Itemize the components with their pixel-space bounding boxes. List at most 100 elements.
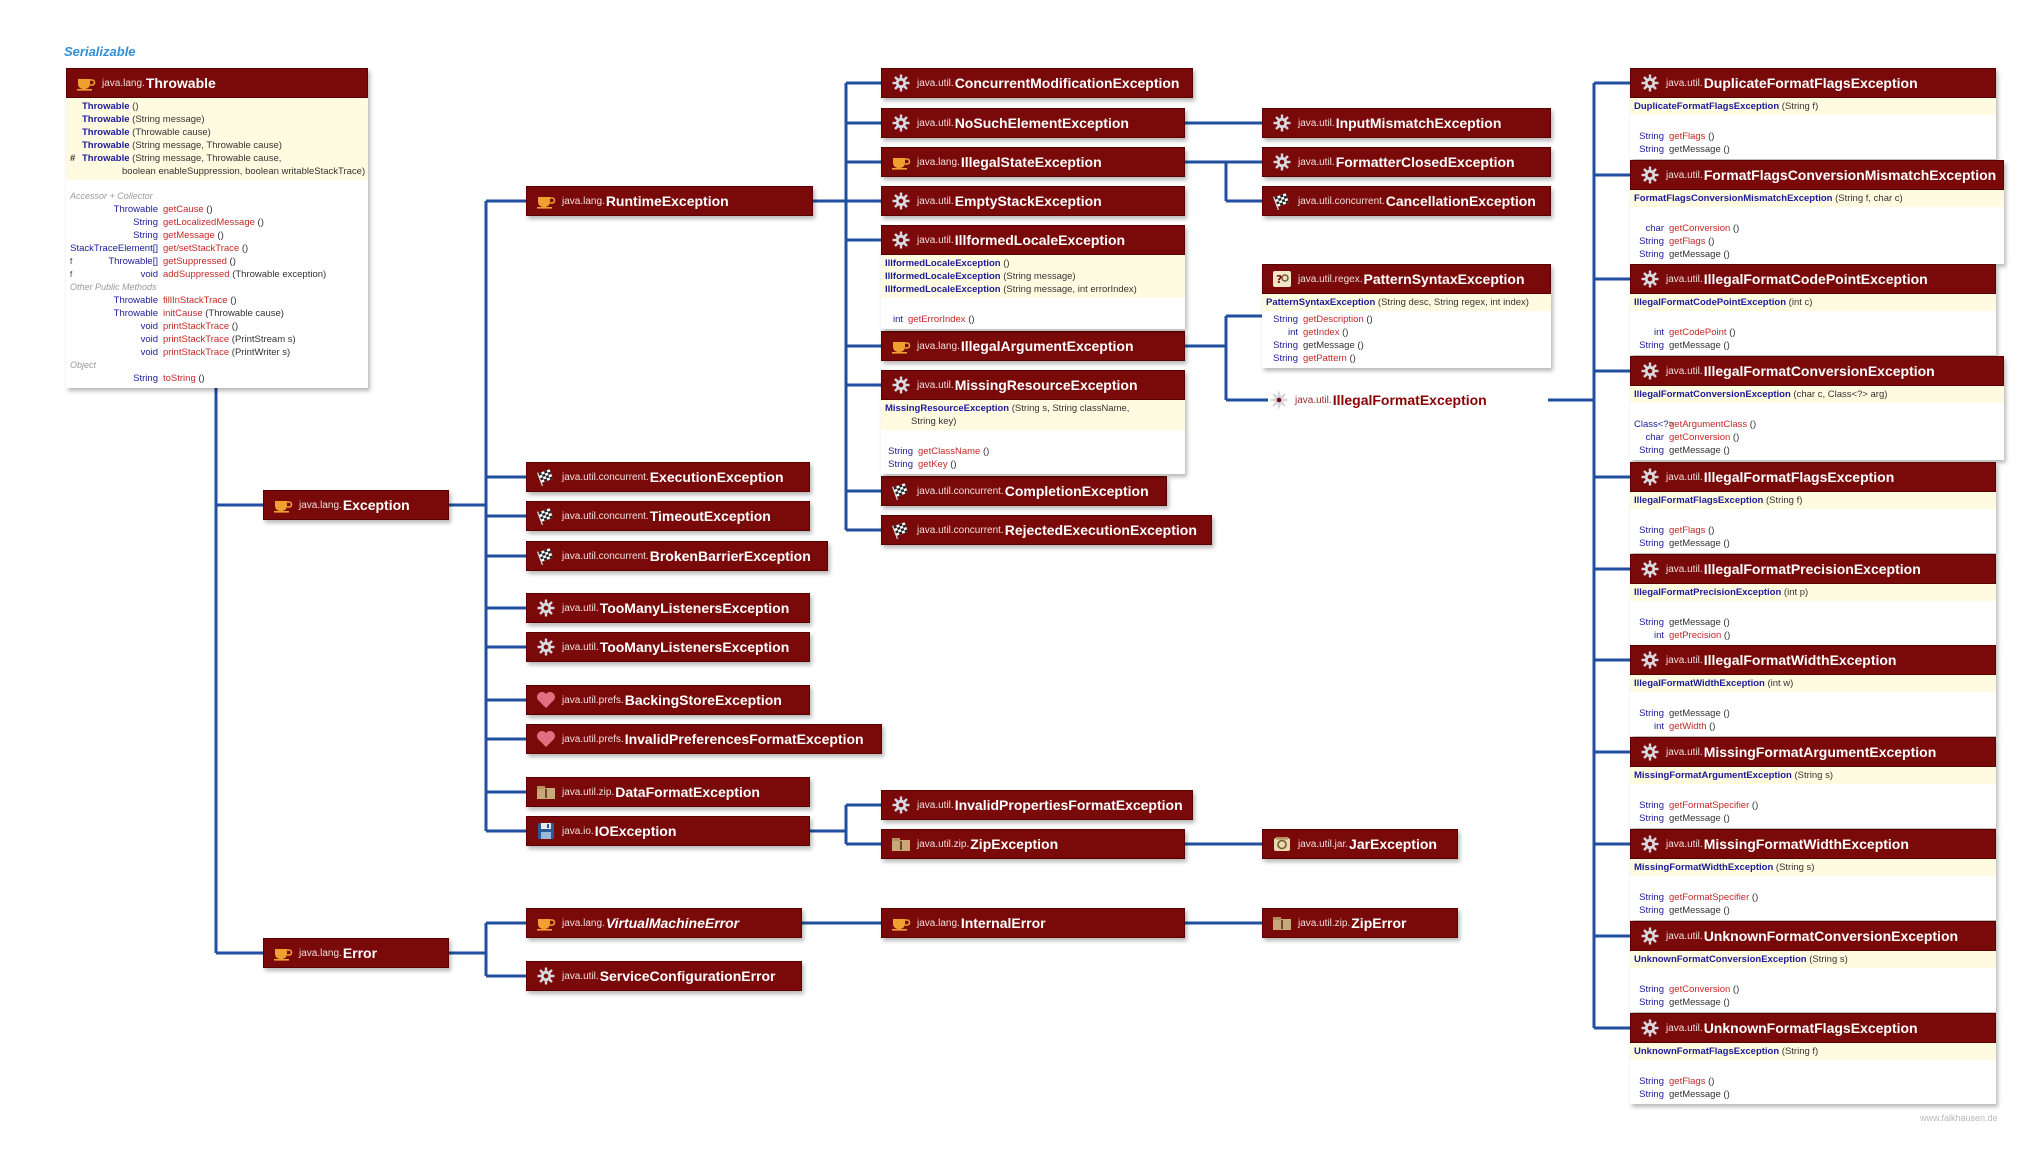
checkered-flag-icon (890, 481, 912, 501)
class-header-formatter-closed-exception[interactable]: java.util.FormatterClosedException (1262, 147, 1551, 177)
package-name: java.util.concurrent. (562, 510, 649, 522)
class-header-broken-barrier-exception[interactable]: java.util.concurrent.BrokenBarrierExcept… (526, 541, 828, 571)
class-header-execution-exception[interactable]: java.util.concurrent.ExecutionException (526, 462, 810, 492)
class-header-service-configuration-error[interactable]: java.util.ServiceConfigurationError (526, 961, 802, 991)
class-box-runtime-exception[interactable]: java.lang.RuntimeException (526, 186, 813, 216)
class-box-cancellation-exception[interactable]: java.util.concurrent.CancellationExcepti… (1262, 186, 1551, 216)
class-header-illegal-format-precision-exception[interactable]: java.util.IllegalFormatPrecisionExceptio… (1630, 554, 1996, 584)
class-box-zip-error[interactable]: java.util.zip.ZipError (1262, 908, 1458, 938)
class-box-illegal-format-precision-exception[interactable]: java.util.IllegalFormatPrecisionExceptio… (1630, 554, 1996, 645)
class-header-rejected-execution-exception[interactable]: java.util.concurrent.RejectedExecutionEx… (881, 515, 1212, 545)
class-header-throwable[interactable]: java.lang. Throwable (66, 68, 368, 98)
class-header-no-such-element-exception[interactable]: java.util.NoSuchElementException (881, 108, 1185, 138)
class-box-invalid-preferences-format-exception[interactable]: java.util.prefs.InvalidPreferencesFormat… (526, 724, 882, 754)
class-box-concurrent-modification-exception[interactable]: java.util.ConcurrentModificationExceptio… (881, 68, 1193, 98)
class-box-broken-barrier-exception[interactable]: java.util.concurrent.BrokenBarrierExcept… (526, 541, 828, 571)
class-header-illegal-format-conversion-exception[interactable]: java.util.IllegalFormatConversionExcepti… (1630, 356, 2004, 386)
class-header-invalid-properties-format-exception[interactable]: java.util.InvalidPropertiesFormatExcepti… (881, 790, 1193, 820)
class-box-completion-exception[interactable]: java.util.concurrent.CompletionException (881, 476, 1167, 506)
class-header-pattern-syntax-exception[interactable]: ?java.util.regex.PatternSyntaxException (1262, 264, 1551, 294)
class-box-throwable[interactable]: java.lang. Throwable Throwable ()Throwab… (66, 68, 368, 388)
class-header-zip-error[interactable]: java.util.zip.ZipError (1262, 908, 1458, 938)
class-header-too-many-listeners-exception[interactable]: java.util.TooManyListenersException (526, 632, 810, 662)
class-header-too-many-listeners-exception[interactable]: java.util.TooManyListenersException (526, 593, 810, 623)
class-header-exception[interactable]: java.lang.Exception (263, 490, 449, 520)
class-header-unknown-format-conversion-exception[interactable]: java.util.UnknownFormatConversionExcepti… (1630, 921, 1996, 951)
class-header-internal-error[interactable]: java.lang.InternalError (881, 908, 1185, 938)
class-header-completion-exception[interactable]: java.util.concurrent.CompletionException (881, 476, 1167, 506)
class-header-illegal-format-flags-exception[interactable]: java.util.IllegalFormatFlagsException (1630, 462, 1996, 492)
method-args: () (1346, 353, 1356, 364)
class-box-exception[interactable]: java.lang.Exception (263, 490, 449, 520)
coffee-cup-icon (535, 913, 557, 933)
class-header-virtual-machine-error[interactable]: java.lang.VirtualMachineError (526, 908, 802, 938)
spacer (1634, 511, 1992, 524)
method-name: getLocalizedMessage (163, 217, 255, 228)
class-header-illegal-state-exception[interactable]: java.lang.IllegalStateException (881, 147, 1185, 177)
class-header-missing-resource-exception[interactable]: java.util.MissingResourceException (881, 370, 1185, 400)
class-header-zip-exception[interactable]: java.util.zip.ZipException (881, 829, 1185, 859)
class-header-input-mismatch-exception[interactable]: java.util.InputMismatchException (1262, 108, 1551, 138)
class-box-missing-format-argument-exception[interactable]: java.util.MissingFormatArgumentException… (1630, 737, 1996, 828)
class-box-ioexception[interactable]: java.io.IOException (526, 816, 810, 846)
class-header-ioexception[interactable]: java.io.IOException (526, 816, 810, 846)
class-box-too-many-listeners-exception[interactable]: java.util.TooManyListenersException (526, 593, 810, 623)
class-box-zip-exception[interactable]: java.util.zip.ZipException (881, 829, 1185, 859)
class-box-unknown-format-conversion-exception[interactable]: java.util.UnknownFormatConversionExcepti… (1630, 921, 1996, 1012)
class-label-illegal-format-exception[interactable]: java.util. IllegalFormatException (1268, 390, 1487, 410)
class-box-illegal-state-exception[interactable]: java.lang.IllegalStateException (881, 147, 1185, 177)
class-header-timeout-exception[interactable]: java.util.concurrent.TimeoutException (526, 501, 810, 531)
class-box-no-such-element-exception[interactable]: java.util.NoSuchElementException (881, 108, 1185, 138)
class-box-illegal-format-code-point-exception[interactable]: java.util.IllegalFormatCodePointExceptio… (1630, 264, 1996, 355)
class-box-data-format-exception[interactable]: java.util.zip.DataFormatException (526, 777, 810, 807)
class-box-virtual-machine-error[interactable]: java.lang.VirtualMachineError (526, 908, 802, 938)
method-name: getMessage (1669, 144, 1721, 155)
class-header-missing-format-argument-exception[interactable]: java.util.MissingFormatArgumentException (1630, 737, 1996, 767)
class-box-format-flags-conversion-mismatch-exception[interactable]: java.util.FormatFlagsConversionMismatchE… (1630, 160, 2004, 264)
class-header-data-format-exception[interactable]: java.util.zip.DataFormatException (526, 777, 810, 807)
method-row: String getFlags () (1634, 235, 2000, 248)
class-box-too-many-listeners-exception[interactable]: java.util.TooManyListenersException (526, 632, 810, 662)
class-box-rejected-execution-exception[interactable]: java.util.concurrent.RejectedExecutionEx… (881, 515, 1212, 545)
return-type: Throwable (113, 204, 158, 215)
class-header-concurrent-modification-exception[interactable]: java.util.ConcurrentModificationExceptio… (881, 68, 1193, 98)
class-header-illegal-argument-exception[interactable]: java.lang.IllegalArgumentException (881, 331, 1185, 361)
class-header-error[interactable]: java.lang.Error (263, 938, 449, 968)
class-header-jar-exception[interactable]: java.util.jar.JarException (1262, 829, 1458, 859)
class-box-internal-error[interactable]: java.lang.InternalError (881, 908, 1185, 938)
class-header-format-flags-conversion-mismatch-exception[interactable]: java.util.FormatFlagsConversionMismatchE… (1630, 160, 2004, 190)
class-box-empty-stack-exception[interactable]: java.util.EmptyStackException (881, 186, 1185, 216)
class-header-invalid-preferences-format-exception[interactable]: java.util.prefs.InvalidPreferencesFormat… (526, 724, 882, 754)
class-box-invalid-properties-format-exception[interactable]: java.util.InvalidPropertiesFormatExcepti… (881, 790, 1193, 820)
class-box-backing-store-exception[interactable]: java.util.prefs.BackingStoreException (526, 685, 810, 715)
class-box-illegal-argument-exception[interactable]: java.lang.IllegalArgumentException (881, 331, 1185, 361)
class-header-duplicate-format-flags-exception[interactable]: java.util.DuplicateFormatFlagsException (1630, 68, 1996, 98)
class-box-input-mismatch-exception[interactable]: java.util.InputMismatchException (1262, 108, 1551, 138)
class-box-error[interactable]: java.lang.Error (263, 938, 449, 968)
class-box-service-configuration-error[interactable]: java.util.ServiceConfigurationError (526, 961, 802, 991)
class-header-unknown-format-flags-exception[interactable]: java.util.UnknownFormatFlagsException (1630, 1013, 1996, 1043)
class-box-formatter-closed-exception[interactable]: java.util.FormatterClosedException (1262, 147, 1551, 177)
class-header-runtime-exception[interactable]: java.lang.RuntimeException (526, 186, 813, 216)
constructor-name: PatternSyntaxException (1266, 297, 1376, 308)
class-header-missing-format-width-exception[interactable]: java.util.MissingFormatWidthException (1630, 829, 1996, 859)
class-box-execution-exception[interactable]: java.util.concurrent.ExecutionException (526, 462, 810, 492)
class-box-jar-exception[interactable]: java.util.jar.JarException (1262, 829, 1458, 859)
class-header-illegal-format-width-exception[interactable]: java.util.IllegalFormatWidthException (1630, 645, 1996, 675)
class-box-illegal-format-conversion-exception[interactable]: java.util.IllegalFormatConversionExcepti… (1630, 356, 2004, 460)
constructor-row: IllformedLocaleException () (885, 257, 1181, 270)
class-header-backing-store-exception[interactable]: java.util.prefs.BackingStoreException (526, 685, 810, 715)
class-header-cancellation-exception[interactable]: java.util.concurrent.CancellationExcepti… (1262, 186, 1551, 216)
class-header-illformed-locale-exception[interactable]: java.util.IllformedLocaleException (881, 225, 1185, 255)
class-header-illegal-format-code-point-exception[interactable]: java.util.IllegalFormatCodePointExceptio… (1630, 264, 1996, 294)
class-header-empty-stack-exception[interactable]: java.util.EmptyStackException (881, 186, 1185, 216)
class-box-timeout-exception[interactable]: java.util.concurrent.TimeoutException (526, 501, 810, 531)
